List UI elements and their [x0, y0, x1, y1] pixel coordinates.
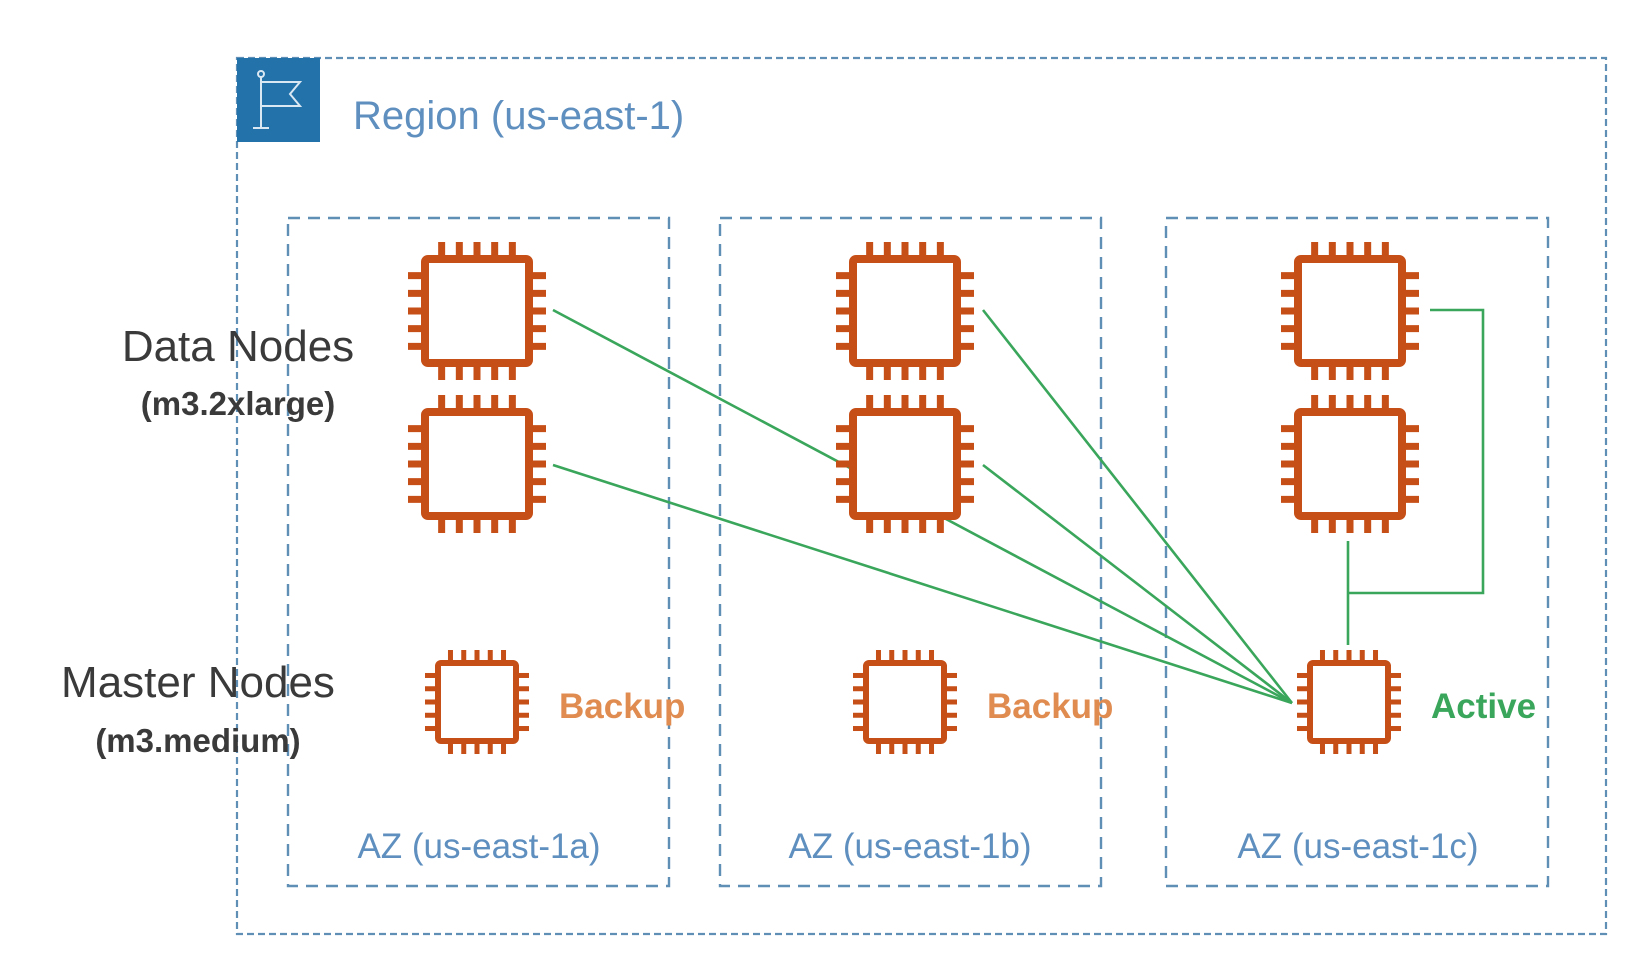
az-label: AZ (us-east-1a) — [357, 827, 600, 866]
nodes — [408, 242, 1419, 754]
connection-data-c-1 — [1348, 308, 1485, 595]
data-node-a-1 — [408, 242, 546, 380]
ec2-instance-chip-icon — [863, 660, 947, 744]
region-label: Region (us-east-1) — [353, 94, 684, 138]
master-node-b — [853, 650, 957, 754]
flag-icon — [237, 58, 320, 142]
ec2-instance-chip-icon — [1307, 660, 1391, 744]
az-container-c: AZ (us-east-1c) — [1164, 216, 1550, 888]
connection-data-b-2 — [982, 463, 1293, 705]
ec2-instance-chip-icon — [435, 660, 519, 744]
master-role-label-c: Active — [1431, 687, 1536, 726]
data-node-a-2 — [408, 395, 546, 533]
connection-data-a-2 — [552, 463, 1293, 705]
data-node-c-1 — [1281, 242, 1419, 380]
master-nodes-title: Master Nodes — [61, 658, 335, 707]
az-container-a: AZ (us-east-1a) — [286, 216, 671, 888]
connection-data-b-1 — [981, 309, 1294, 704]
az-label: AZ (us-east-1c) — [1237, 827, 1478, 866]
master-node-c — [1297, 650, 1401, 754]
ec2-instance-chip-icon — [421, 408, 533, 520]
az-label: AZ (us-east-1b) — [788, 827, 1031, 866]
ec2-instance-chip-icon — [421, 255, 533, 367]
region-border — [235, 56, 1608, 936]
master-role-label-b: Backup — [987, 687, 1113, 726]
region-container: Region (us-east-1) — [235, 56, 1608, 936]
az-container-b: AZ (us-east-1b) — [718, 216, 1103, 888]
az-border — [718, 216, 1103, 888]
data-node-b-1 — [836, 242, 974, 380]
ec2-instance-chip-icon — [849, 255, 961, 367]
master-nodes-instance-type: (m3.medium) — [95, 722, 300, 759]
ec2-instance-chip-icon — [849, 408, 961, 520]
master-node-a — [425, 650, 529, 754]
az-border — [1164, 216, 1550, 888]
data-node-b-2 — [836, 395, 974, 533]
data-node-c-2 — [1281, 395, 1419, 533]
data-nodes-title: Data Nodes — [122, 322, 354, 371]
ec2-instance-chip-icon — [1294, 255, 1406, 367]
master-role-label-a: Backup — [559, 687, 685, 726]
data-nodes-instance-type: (m3.2xlarge) — [141, 385, 335, 422]
ec2-instance-chip-icon — [1294, 408, 1406, 520]
az-border — [286, 216, 671, 888]
